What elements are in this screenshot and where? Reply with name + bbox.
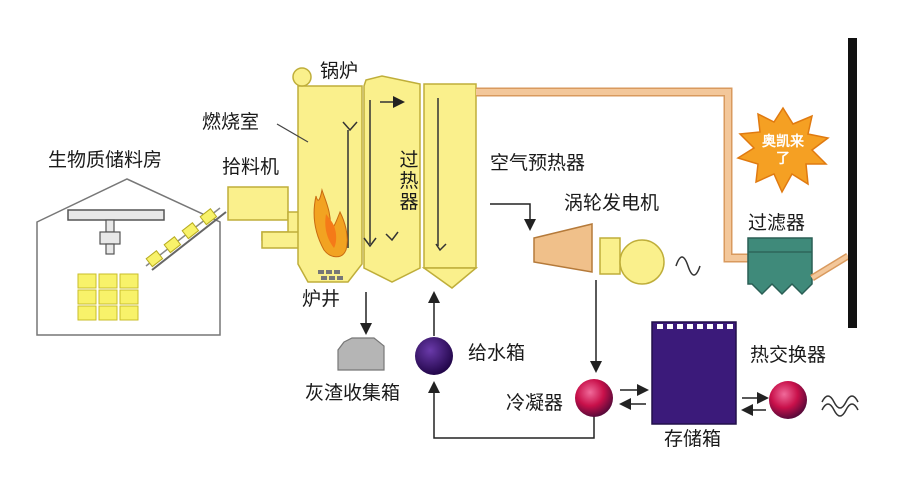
conveyor-belt xyxy=(145,207,227,271)
label-heat-exchanger: 热交换器 xyxy=(750,344,827,366)
label-furnace-well: 炉井 xyxy=(302,288,341,310)
label-superheater: 过热器 xyxy=(399,149,419,213)
label-boiler: 锅炉 xyxy=(320,60,359,82)
storage-tank xyxy=(619,321,769,425)
dioxin-burst xyxy=(736,106,830,194)
label-combustion-chamber: 燃烧室 xyxy=(202,111,260,133)
flame xyxy=(313,188,348,258)
label-turbine-generator: 涡轮发电机 xyxy=(564,192,660,214)
turbine-generator xyxy=(490,203,701,285)
heat-exchanger xyxy=(769,381,859,419)
label-filter: 过滤器 xyxy=(748,212,806,234)
label-ash-box: 灰渣收集箱 xyxy=(305,382,401,404)
label-air-preheater: 空气预热器 xyxy=(490,152,586,174)
biomass-storage-house xyxy=(36,178,221,336)
label-biomass-storage: 生物质储料房 xyxy=(48,149,163,171)
air-preheater xyxy=(421,83,479,289)
boiler-combustion-chamber xyxy=(276,67,363,283)
filter xyxy=(747,237,850,296)
dioxin-burst-text: 奥凯来了 xyxy=(762,134,804,167)
condenser xyxy=(575,280,613,417)
stored-biomass-blocks xyxy=(77,273,139,321)
ash-collection-box xyxy=(337,292,385,371)
label-storage-tank: 存储箱 xyxy=(664,428,722,450)
superheater xyxy=(363,75,421,283)
label-feedwater-tank: 给水箱 xyxy=(468,342,526,364)
label-condenser: 冷凝器 xyxy=(506,392,564,414)
flue-gas-pipe xyxy=(476,87,748,263)
grate xyxy=(318,270,343,280)
feedwater-tank xyxy=(415,291,595,439)
stack-wall xyxy=(848,38,857,328)
label-loader: 拾料机 xyxy=(222,156,280,178)
